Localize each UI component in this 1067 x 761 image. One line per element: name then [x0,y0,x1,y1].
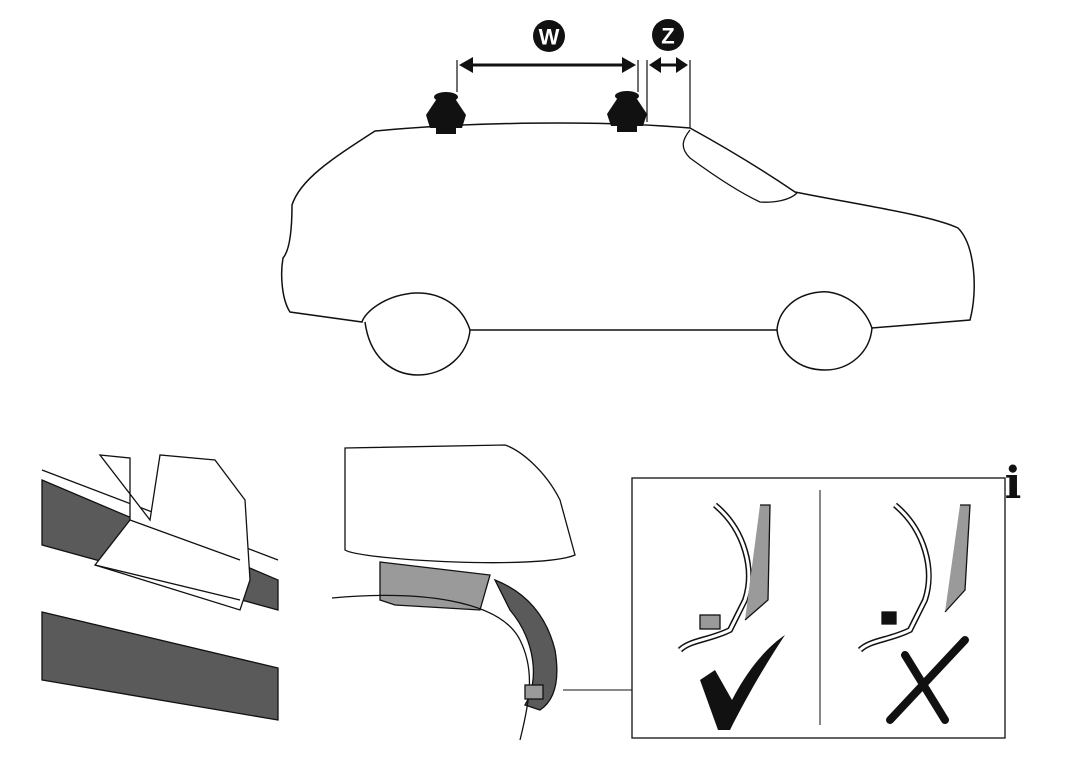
label-w: W [539,25,560,50]
comparison-box [631,477,1006,739]
detail-rubber-strip [41,454,279,721]
checkmark-icon [700,635,785,730]
dimension-z [646,57,691,128]
cross-icon [886,636,969,724]
car-outline [280,122,975,331]
correct-fit-panel [677,502,771,653]
rear-wheel [776,327,873,371]
info-icon: i [1005,458,1022,509]
label-w-badge [533,20,565,52]
detail-foot-clamp [331,444,576,741]
incorrect-fit-panel [857,502,971,653]
roof-foot-front [426,92,466,134]
front-wheel [364,321,471,376]
rear-window [682,129,798,203]
dimension-w [456,57,639,92]
label-z: Z [661,24,674,49]
roof-foot-rear [607,91,647,132]
label-z-badge [652,19,684,51]
